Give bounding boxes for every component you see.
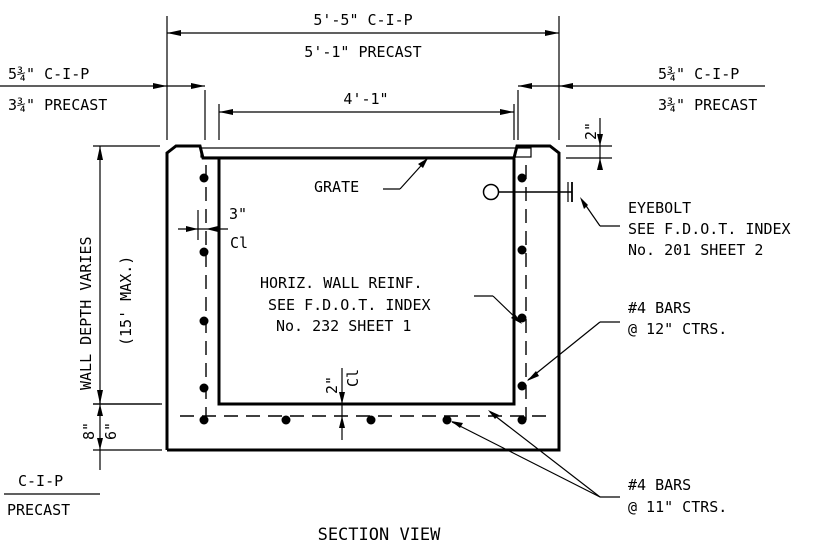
eyebolt-label: EYEBOLT [628, 199, 691, 217]
rebar-dot [442, 415, 452, 425]
concrete-section-outline [165, 144, 561, 452]
grate-label: GRATE [314, 178, 359, 196]
rebar-dot [281, 415, 291, 425]
bars-12-leader [527, 321, 620, 381]
legend-cip: C-I-P [18, 472, 63, 490]
side-cover-cl: Cl [230, 234, 248, 252]
rebar-dot [199, 173, 209, 183]
side-cover-dimension-lines [178, 210, 228, 240]
wall-depth-max: (15' MAX.) [117, 256, 135, 346]
bars-11-label: #4 BARS [628, 476, 691, 494]
slab-thickness-dimension-lines [93, 390, 162, 470]
horiz-reinf-index: SEE F.D.O.T. INDEX [268, 296, 431, 314]
reinforcement [180, 165, 548, 425]
rebar-dot [517, 313, 527, 323]
eyebolt-index-ref: SEE F.D.O.T. INDEX [628, 220, 791, 238]
bars-11-leader [451, 410, 620, 498]
rebar-dot [199, 415, 209, 425]
slab-precast-dimension: 6" [102, 422, 120, 440]
legend-precast: PRECAST [7, 501, 70, 519]
bars-12-spacing: @ 12" CTRS. [628, 320, 727, 338]
rebar-dot [199, 316, 209, 326]
eyebolt-sheet-ref: No. 201 SHEET 2 [628, 241, 763, 259]
right-wall-precast-dimension: 3¾" PRECAST [658, 96, 757, 114]
rebar-dot [517, 415, 527, 425]
rebar-dot [199, 247, 209, 257]
rebar-dot [366, 415, 376, 425]
overall-precast-dimension: 5'-1" PRECAST [304, 43, 421, 61]
slab-cip-dimension: 8" [80, 422, 98, 440]
inner-width-dimension: 4'-1" [343, 90, 388, 108]
grate-plate [200, 147, 532, 158]
horiz-reinf-label: HORIZ. WALL REINF. [260, 274, 423, 292]
overall-cip-dimension: 5'-5" C-I-P [313, 11, 412, 29]
eyebolt [482, 182, 573, 202]
right-wall-cip-dimension: 5¾" C-I-P [658, 65, 739, 83]
side-cover-dimension: 3" [229, 205, 247, 223]
bottom-cover-dimension: 2" [323, 376, 341, 394]
horiz-reinf-leader [474, 295, 522, 324]
grate-leader [383, 157, 429, 190]
bars-11-spacing: @ 11" CTRS. [628, 498, 727, 516]
wall-depth-label: WALL DEPTH VARIES [77, 236, 95, 390]
eyebolt-leader [580, 197, 620, 227]
left-wall-precast-dimension: 3¾" PRECAST [8, 96, 107, 114]
bottom-cover-dimension-lines [339, 368, 345, 440]
top-dimensions [0, 16, 765, 140]
horiz-reinf-sheet: No. 232 SHEET 1 [276, 317, 411, 335]
rebar-dot [517, 381, 527, 391]
grate-offset-dimension: 2" [582, 122, 600, 140]
rebar-dot [517, 245, 527, 255]
section-view-title: SECTION VIEW [318, 525, 442, 545]
grate-offset-dimension-lines [566, 118, 612, 170]
rebar-dot [517, 173, 527, 183]
bars-12-label: #4 BARS [628, 299, 691, 317]
rebar-dot [199, 383, 209, 393]
bottom-cover-cl: Cl [344, 369, 362, 387]
left-wall-cip-dimension: 5¾" C-I-P [8, 65, 89, 83]
